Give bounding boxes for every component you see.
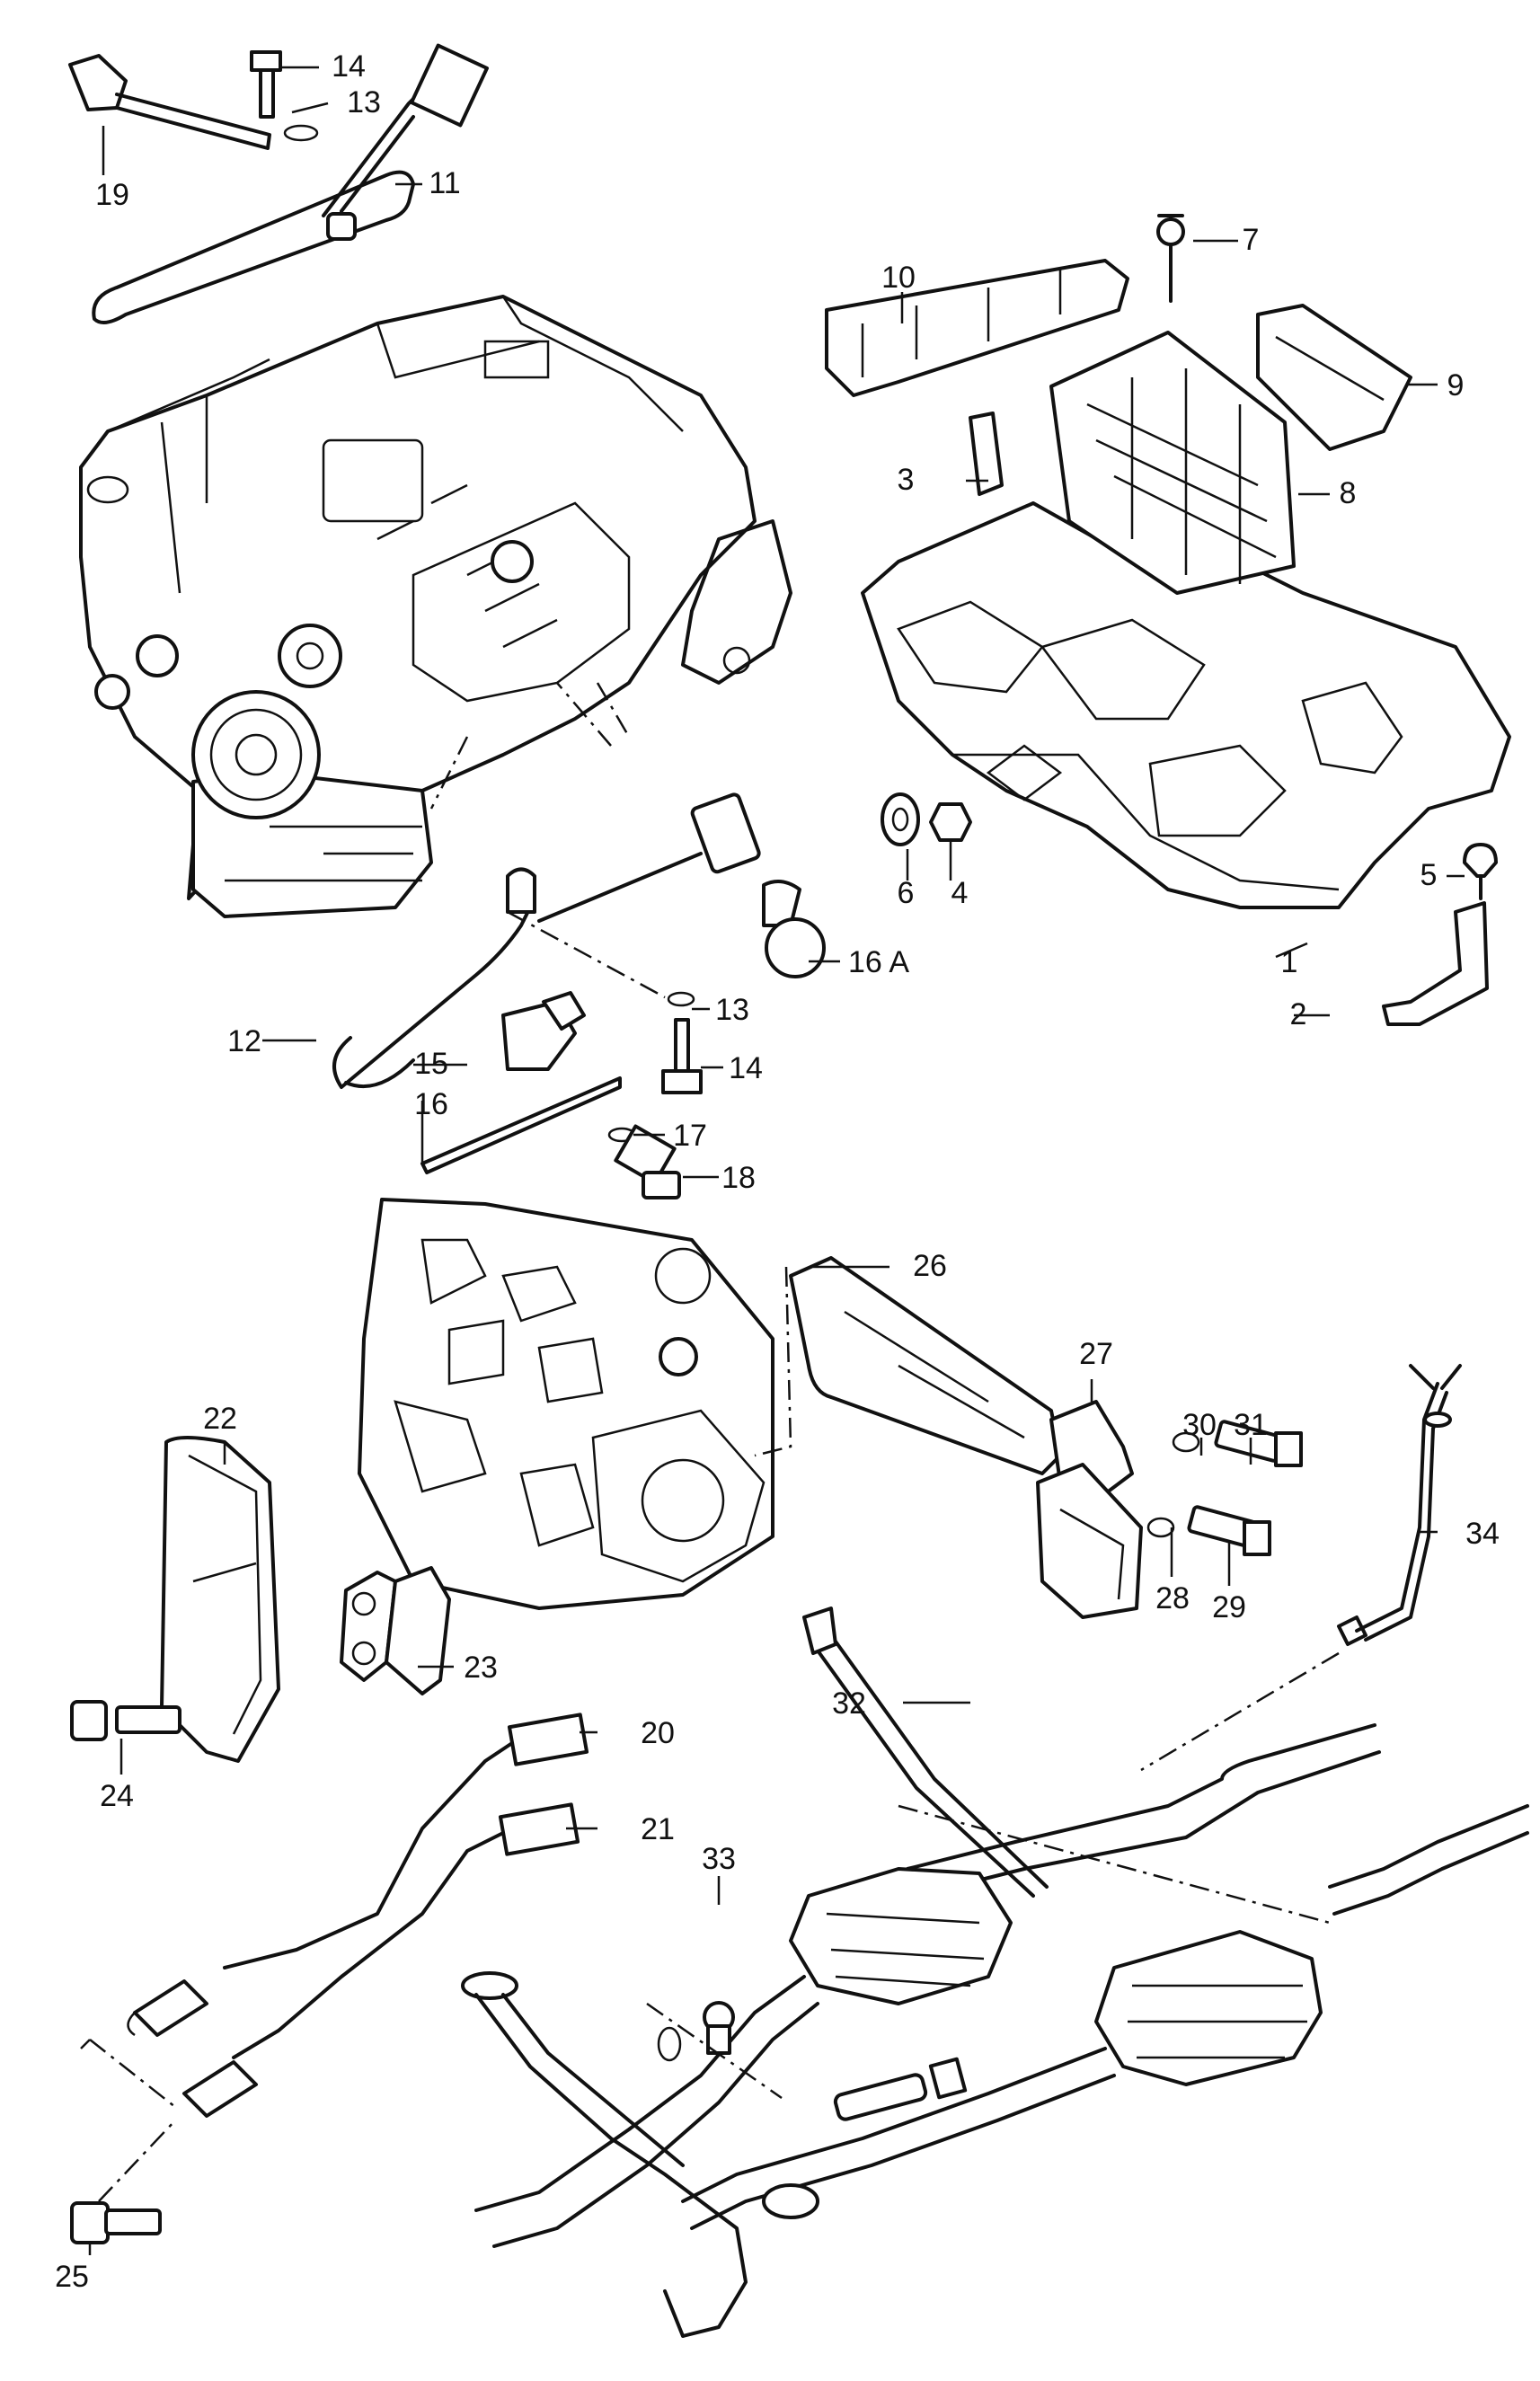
- leader-lines: [88, 66, 1465, 2255]
- callout-15: 15: [414, 1047, 448, 1081]
- callout-16: 16: [414, 1087, 448, 1121]
- callout-31: 31: [1234, 1408, 1268, 1442]
- callout-6: 6: [898, 876, 915, 910]
- callout-13-top: 13: [347, 85, 381, 119]
- engine-assembly: [79, 295, 792, 918]
- callout-3: 3: [898, 463, 915, 497]
- exhaust-bracket-group: [754, 1256, 1303, 1619]
- engine-lower-block: [358, 1198, 774, 1610]
- callout-11: 11: [429, 166, 460, 200]
- callout-34: 34: [1465, 1517, 1500, 1551]
- callout-32: 32: [832, 1686, 866, 1721]
- callout-26: 26: [913, 1249, 947, 1283]
- lambda-sensor-group: [70, 1713, 589, 2244]
- wiring-harness-top: [68, 43, 489, 324]
- callout-30: 30: [1182, 1408, 1217, 1442]
- callout-21: 21: [641, 1812, 675, 1846]
- heat-shield-group: [70, 1436, 451, 1763]
- callout-9: 9: [1447, 368, 1465, 403]
- callout-5: 5: [1421, 858, 1438, 892]
- callout-10: 10: [881, 261, 916, 295]
- callout-25: 25: [55, 2260, 89, 2294]
- exhaust-system: [461, 1364, 1529, 2338]
- callout-14-top: 14: [332, 49, 366, 84]
- knock-sensor-group: [332, 682, 826, 1199]
- callout-14-bottom: 14: [729, 1051, 763, 1085]
- callout-29: 29: [1212, 1590, 1246, 1624]
- callout-23: 23: [464, 1651, 498, 1685]
- callout-27: 27: [1079, 1337, 1113, 1371]
- callout-28: 28: [1155, 1581, 1190, 1615]
- callout-labels: 1 2 3 4 5 6 7 8 9 10 11 12 13 13 14 14 1…: [55, 49, 1500, 2294]
- callout-7: 7: [1243, 223, 1260, 257]
- callout-16A: 16 A: [848, 945, 909, 979]
- control-unit-housing: [825, 214, 1511, 1026]
- callout-1: 1: [1281, 945, 1298, 979]
- callout-13-bottom: 13: [715, 993, 749, 1027]
- callout-12: 12: [227, 1024, 261, 1058]
- callout-19: 19: [95, 178, 129, 212]
- callout-18: 18: [721, 1161, 756, 1195]
- callout-2: 2: [1290, 997, 1307, 1031]
- callout-20: 20: [641, 1716, 675, 1750]
- callout-33: 33: [702, 1842, 736, 1876]
- callout-17: 17: [673, 1119, 707, 1153]
- callout-8: 8: [1340, 476, 1357, 510]
- callout-24: 24: [100, 1779, 134, 1813]
- callout-4: 4: [951, 876, 969, 910]
- callout-22: 22: [203, 1402, 237, 1436]
